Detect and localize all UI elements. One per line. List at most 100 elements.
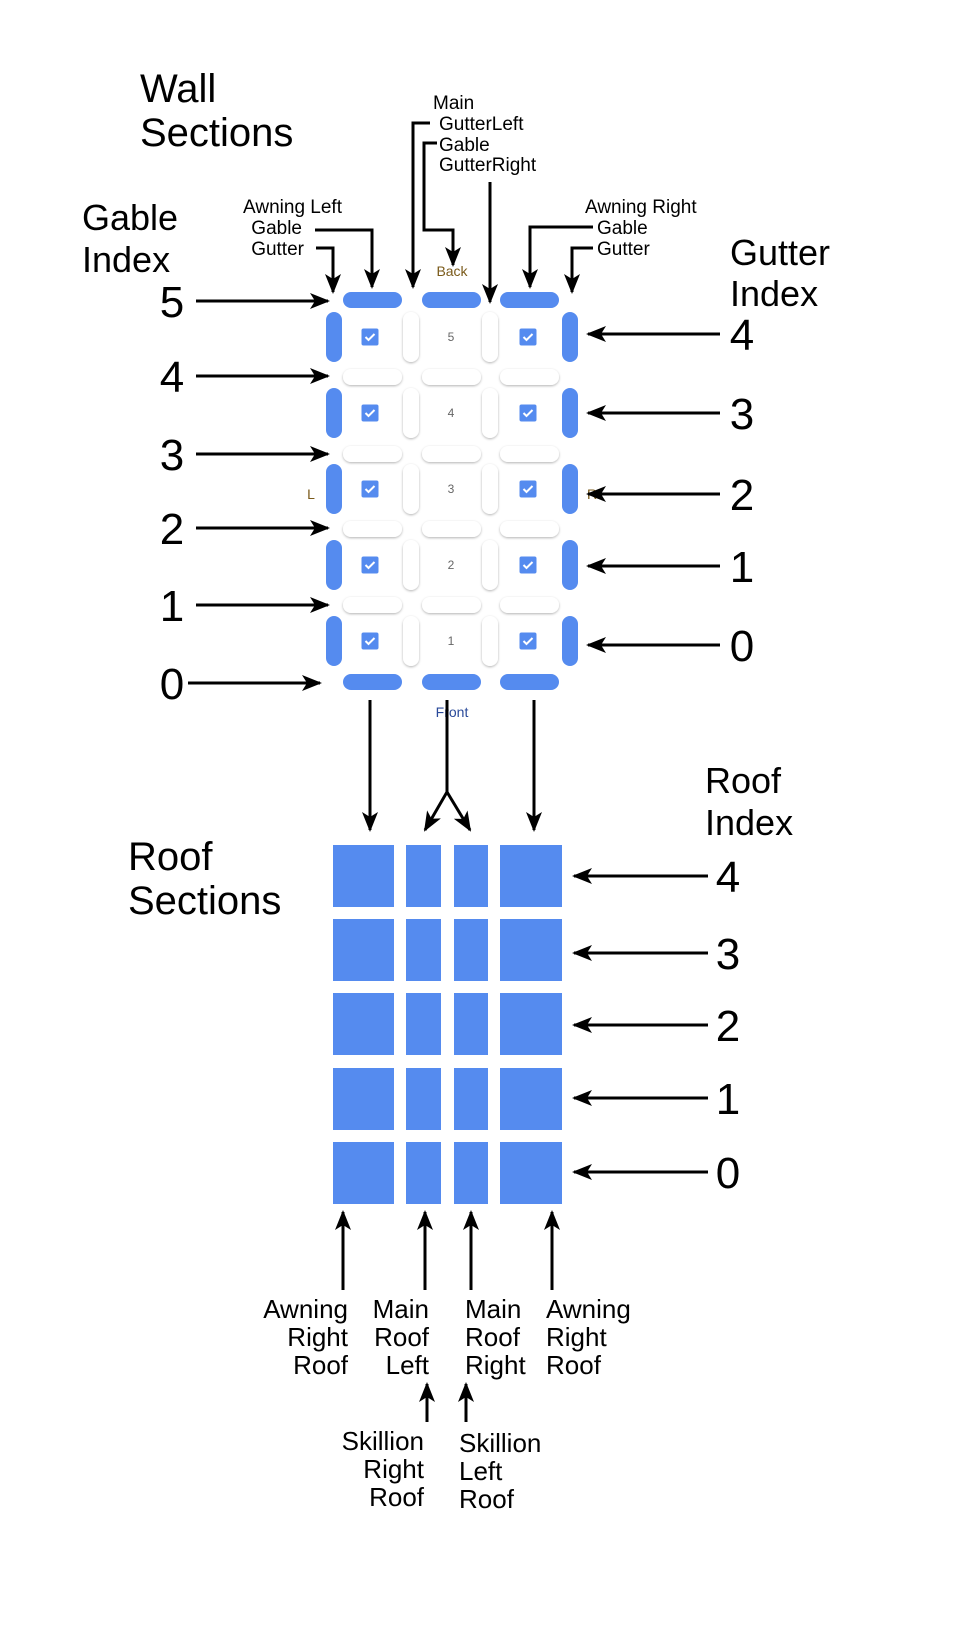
wall-checkbox[interactable] bbox=[519, 556, 537, 574]
check-icon bbox=[364, 561, 376, 570]
gable-segment-blue[interactable] bbox=[422, 674, 481, 690]
gutter-segment-blue[interactable] bbox=[562, 388, 578, 438]
roof-section[interactable] bbox=[454, 993, 488, 1055]
gable-segment[interactable] bbox=[422, 521, 481, 537]
roof-section[interactable] bbox=[406, 1142, 441, 1204]
roof-section[interactable] bbox=[333, 919, 394, 981]
gable-segment-blue[interactable] bbox=[500, 674, 559, 690]
gable-segment[interactable] bbox=[422, 369, 481, 385]
front-label: Front bbox=[436, 704, 469, 720]
gutter-segment[interactable] bbox=[482, 540, 498, 590]
gutter-segment[interactable] bbox=[403, 312, 419, 362]
gutter-segment[interactable] bbox=[403, 464, 419, 514]
gutter-segment-blue[interactable] bbox=[562, 540, 578, 590]
wall-checkbox[interactable] bbox=[519, 480, 537, 498]
gutter-segment[interactable] bbox=[482, 464, 498, 514]
roof-section[interactable] bbox=[454, 919, 488, 981]
awning-left-gable-label: Gable bbox=[251, 218, 302, 239]
gutter-index-title-2: Index bbox=[730, 273, 818, 314]
gutter-segment[interactable] bbox=[403, 616, 419, 666]
main-roof-right-label-3: Right bbox=[465, 1350, 526, 1380]
roof-index-label: 1 bbox=[716, 1075, 740, 1124]
gable-index-label: 4 bbox=[160, 353, 184, 402]
gable-index-label: 2 bbox=[160, 505, 184, 554]
roof-section[interactable] bbox=[500, 993, 562, 1055]
gutter-segment-blue[interactable] bbox=[326, 464, 342, 514]
gable-segment[interactable] bbox=[343, 597, 402, 613]
gable-segment[interactable] bbox=[500, 369, 559, 385]
skillion-right-roof-label-3: Roof bbox=[369, 1482, 425, 1512]
top-pointer-arrows bbox=[315, 121, 593, 304]
gable-segment[interactable] bbox=[343, 369, 402, 385]
gable-segment[interactable] bbox=[343, 446, 402, 462]
roof-section[interactable] bbox=[333, 845, 394, 907]
wall-row-number: 4 bbox=[448, 406, 455, 420]
gutter-segment[interactable] bbox=[482, 312, 498, 362]
main-gutterleft-label: GutterLeft bbox=[439, 114, 524, 135]
gable-segment-blue[interactable] bbox=[500, 292, 559, 308]
roof-section[interactable] bbox=[500, 1142, 562, 1204]
gutter-segment-blue[interactable] bbox=[326, 616, 342, 666]
roof-section[interactable] bbox=[333, 993, 394, 1055]
gutter-segment-blue[interactable] bbox=[326, 312, 342, 362]
awning-right-roof-label-b3: Roof bbox=[546, 1350, 602, 1380]
gutter-segment[interactable] bbox=[482, 616, 498, 666]
gutter-segment-blue[interactable] bbox=[562, 312, 578, 362]
gable-segment[interactable] bbox=[343, 521, 402, 537]
gable-segment[interactable] bbox=[500, 521, 559, 537]
roof-section[interactable] bbox=[500, 919, 562, 981]
gable-segment-blue[interactable] bbox=[422, 292, 481, 308]
gutter-segment-blue[interactable] bbox=[562, 616, 578, 666]
gable-segment[interactable] bbox=[422, 446, 481, 462]
roof-section[interactable] bbox=[454, 845, 488, 907]
wall-title-1: Wall bbox=[140, 67, 216, 111]
gutter-index-label: 4 bbox=[730, 311, 754, 360]
check-icon bbox=[364, 485, 376, 494]
wall-checkbox[interactable] bbox=[519, 328, 537, 346]
wall-checkbox[interactable] bbox=[361, 404, 379, 422]
gable-segment-blue[interactable] bbox=[343, 292, 402, 308]
awning-right-roof-label-2: Right bbox=[287, 1322, 348, 1352]
roof-section[interactable] bbox=[406, 1068, 441, 1130]
gable-index-label: 5 bbox=[160, 278, 184, 327]
wall-checkbox[interactable] bbox=[361, 632, 379, 650]
roof-section[interactable] bbox=[454, 1142, 488, 1204]
check-icon bbox=[364, 409, 376, 418]
gutter-segment[interactable] bbox=[403, 540, 419, 590]
roof-section[interactable] bbox=[406, 919, 441, 981]
roof-section[interactable] bbox=[406, 993, 441, 1055]
main-label: Main bbox=[433, 93, 474, 114]
roof-title-2: Sections bbox=[128, 879, 281, 923]
roof-section[interactable] bbox=[333, 1068, 394, 1130]
wall-row-number: 3 bbox=[448, 482, 455, 496]
wall-checkbox[interactable] bbox=[361, 556, 379, 574]
gable-segment[interactable] bbox=[422, 597, 481, 613]
gable-segment[interactable] bbox=[500, 446, 559, 462]
wall-checkbox[interactable] bbox=[519, 632, 537, 650]
gable-index-title-2: Index bbox=[82, 239, 170, 280]
roof-section[interactable] bbox=[500, 845, 562, 907]
roof-section[interactable] bbox=[333, 1142, 394, 1204]
main-roof-right-label-2: Roof bbox=[465, 1322, 521, 1352]
main-roof-right-label-1: Main bbox=[465, 1294, 521, 1324]
skillion-right-roof-label-2: Right bbox=[363, 1454, 424, 1484]
gutter-segment-blue[interactable] bbox=[562, 464, 578, 514]
gutter-segment-blue[interactable] bbox=[326, 388, 342, 438]
gable-segment-blue[interactable] bbox=[343, 674, 402, 690]
check-icon bbox=[522, 485, 534, 494]
check-icon bbox=[522, 409, 534, 418]
gable-segment[interactable] bbox=[500, 597, 559, 613]
gutter-segment-blue[interactable] bbox=[326, 540, 342, 590]
wall-checkbox[interactable] bbox=[361, 328, 379, 346]
roof-section[interactable] bbox=[454, 1068, 488, 1130]
gutter-segment[interactable] bbox=[482, 388, 498, 438]
awning-left-gutter-label: Gutter bbox=[251, 239, 304, 260]
gutter-segment[interactable] bbox=[403, 388, 419, 438]
roof-index-label: 0 bbox=[716, 1149, 740, 1198]
roof-section[interactable] bbox=[406, 845, 441, 907]
wall-checkbox[interactable] bbox=[361, 480, 379, 498]
roof-section[interactable] bbox=[500, 1068, 562, 1130]
wall-checkbox[interactable] bbox=[519, 404, 537, 422]
